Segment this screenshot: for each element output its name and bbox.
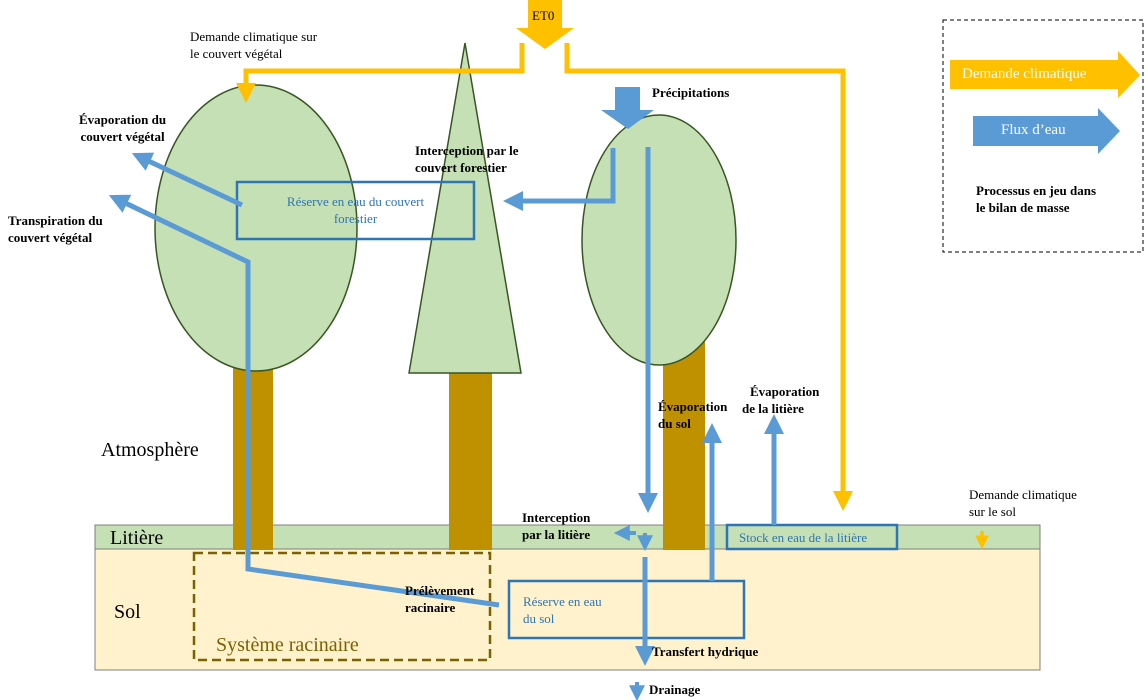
- climatic-demand-soil-label: Demande climatique sur le sol: [969, 487, 1077, 519]
- precipitations-label: Précipitations: [652, 85, 730, 100]
- legend-water-flow-arrow: [973, 108, 1120, 154]
- canopy-evaporation-arrow: [131, 152, 244, 208]
- climatic-demand-canopy-arrow: [236, 43, 525, 103]
- climatic-demand-canopy-label: Demande climatique sur le couvert végéta…: [190, 29, 318, 61]
- left-tree-crown: [154, 84, 358, 372]
- legend-water-flow-label: Flux d’eau: [1001, 122, 1066, 138]
- legend-box: [942, 19, 1144, 253]
- atmosphere-label: Atmosphère: [101, 439, 199, 461]
- legend-climatic-demand-label: Demande climatique: [962, 66, 1087, 82]
- canopy-reservoir-label: Réserve en eau du couvert forestier: [286, 194, 425, 226]
- middle-tree-trunk: [449, 370, 492, 550]
- canopy-evaporation-label: Évaporation du couvert végétal: [79, 112, 167, 144]
- root-uptake-transpiration-arrow: [108, 194, 500, 608]
- soil-reservoir-label: Réserve en eau du sol: [523, 594, 602, 626]
- litter-stock-label: Stock en eau de la litière: [739, 530, 868, 545]
- right-tree-crown: [581, 114, 737, 366]
- legend-climatic-demand-arrow: [950, 51, 1140, 98]
- root-uptake-label: Prélèvement racinaire: [405, 583, 475, 615]
- drainage-label: Drainage: [649, 682, 701, 697]
- canopy-water-reservoir-box: [235, 180, 476, 241]
- root-system-box: [192, 551, 492, 662]
- et0-label: ET0: [532, 8, 555, 23]
- transpiration-label: Transpiration du couvert végétal: [8, 213, 103, 245]
- litter-layer-label: Litière: [110, 527, 164, 549]
- precipitation-arrow: [601, 87, 654, 129]
- soil-layer-label: Sol: [114, 601, 141, 623]
- conifer-crown: [408, 42, 522, 374]
- soil-evaporation-label: Évaporation du sol: [658, 399, 728, 431]
- root-system-label: Système racinaire: [216, 634, 359, 656]
- forest-interception-arrow: [503, 148, 616, 211]
- right-tree-trunk: [663, 340, 705, 550]
- climatic-demand-soil-path-arrow: [564, 43, 853, 511]
- litter-evaporation-label: Évaporation de la litière: [742, 384, 820, 416]
- et0-arrow: [516, 0, 574, 49]
- legend-caption: Processus en jeu dans le bilan de masse: [976, 183, 1097, 215]
- litter-water-stock-box: [725, 523, 899, 551]
- forest-interception-label: Interception par le couvert forestier: [415, 143, 519, 175]
- soil-water-reservoir-box: [507, 579, 746, 640]
- litter-interception-label: Interception par la litière: [522, 510, 591, 542]
- water-transfer-label: Transfert hydrique: [652, 644, 759, 659]
- left-tree-trunk: [233, 355, 273, 550]
